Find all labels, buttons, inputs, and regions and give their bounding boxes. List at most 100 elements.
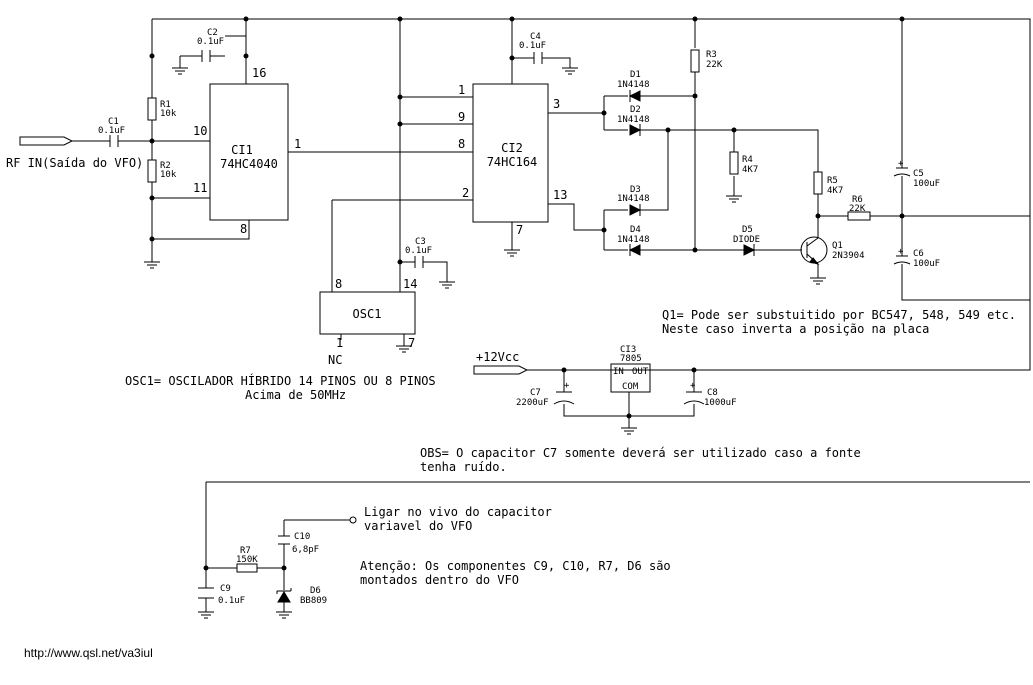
ci2-box (472, 83, 549, 223)
svg-text:0.1uF: 0.1uF (218, 596, 245, 606)
ci2-pin7: 7 (516, 223, 523, 237)
ci1-pin8: 8 (240, 222, 247, 236)
ci3-part: 7805 (620, 354, 642, 364)
svg-text:1N4148: 1N4148 (617, 80, 650, 90)
svg-text:100uF: 100uF (913, 259, 940, 269)
note-att-line1: Atenção: Os componentes C9, C10, R7, D6 … (360, 559, 671, 573)
svg-text:+: + (898, 247, 904, 257)
ci2-name: CI2 (501, 141, 523, 155)
note-att-line2: montados dentro do VFO (360, 573, 519, 587)
svg-text:C9: C9 (220, 584, 231, 594)
ci1-part: 74HC4040 (220, 157, 278, 171)
osc1-pin7: 7 (408, 336, 415, 350)
svg-text:Q1: Q1 (832, 241, 843, 251)
ci3-in: IN (613, 367, 624, 377)
wiring (72, 18, 1031, 612)
svg-text:0.1uF: 0.1uF (98, 126, 125, 136)
component-labels: C1 0.1uF C2 0.1uF C3 0.1uF C4 0.1uF C5 1… (98, 28, 940, 606)
connector-symbols (19, 136, 529, 524)
svg-text:C6: C6 (913, 249, 924, 259)
svg-text:R1: R1 (160, 100, 171, 110)
ci1-box (209, 83, 289, 221)
note-obs-line2: tenha ruído. (420, 460, 507, 474)
osc1-box (319, 291, 416, 335)
osc1-name: OSC1 (353, 307, 382, 321)
svg-text:D3: D3 (630, 185, 641, 195)
svg-text:1N4148: 1N4148 (617, 194, 650, 204)
ci2-part: 74HC164 (487, 155, 538, 169)
svg-text:C2: C2 (207, 28, 218, 38)
ci1-name: CI1 (231, 143, 253, 157)
svg-text:10k: 10k (160, 170, 177, 180)
transistor-q1-symbol (800, 236, 828, 265)
svg-text:150K: 150K (236, 555, 258, 565)
svg-text:0.1uF: 0.1uF (197, 37, 224, 47)
ci2-pin9: 9 (458, 110, 465, 124)
svg-text:10k: 10k (160, 109, 177, 119)
ci3-out: OUT (632, 367, 649, 377)
source-url: http://www.qsl.net/va3iul (24, 646, 153, 660)
svg-text:C10: C10 (294, 532, 310, 542)
svg-text:R6: R6 (852, 195, 863, 205)
power-label: +12Vcc (476, 350, 519, 364)
svg-text:4K7: 4K7 (742, 165, 758, 175)
svg-text:2N3904: 2N3904 (832, 251, 865, 261)
svg-text:C7: C7 (530, 388, 541, 398)
capacitor-polarity: + + + + (564, 159, 904, 391)
ci2-pin3: 3 (553, 97, 560, 111)
svg-text:D1: D1 (630, 70, 641, 80)
svg-text:1N4148: 1N4148 (617, 235, 650, 245)
svg-text:BB809: BB809 (300, 596, 327, 606)
note-obs-line1: OBS= O capacitor C7 somente deverá ser u… (420, 446, 861, 460)
ci1-pin1: 1 (294, 137, 301, 151)
note-q1-line1: Q1= Pode ser substuitido por BC547, 548,… (662, 308, 1016, 322)
diode-symbols (276, 90, 756, 603)
svg-text:6,8pF: 6,8pF (292, 545, 319, 555)
svg-text:22K: 22K (849, 204, 866, 214)
svg-text:22K: 22K (706, 60, 723, 70)
note-osc-line1: OSC1= OSCILADOR HÍBRIDO 14 PINOS OU 8 PI… (125, 373, 436, 388)
resistor-symbols (147, 49, 871, 573)
ci2-pin8: 8 (458, 137, 465, 151)
ci1-pin11: 11 (193, 181, 207, 195)
ci2-pin1: 1 (458, 83, 465, 97)
ground-symbols (144, 67, 826, 619)
svg-text:C8: C8 (707, 388, 718, 398)
svg-text:R7: R7 (240, 546, 251, 556)
svg-text:DIODE: DIODE (733, 235, 760, 245)
svg-text:C1: C1 (108, 117, 119, 127)
osc1-pin14: 14 (403, 277, 417, 291)
osc1-pin8: 8 (335, 277, 342, 291)
svg-text:4K7: 4K7 (827, 186, 843, 196)
svg-text:2200uF: 2200uF (516, 398, 549, 408)
osc1-pin1: 1 (336, 336, 343, 350)
svg-text:C3: C3 (415, 237, 426, 247)
osc1-nc: NC (328, 353, 342, 367)
ci3-box (610, 363, 651, 393)
ci3-name: CI3 (620, 345, 636, 355)
ci2-pin2: 2 (462, 186, 469, 200)
ci1-pin16: 16 (252, 66, 266, 80)
note-vfo-line1: Ligar no vivo do capacitor (364, 505, 552, 519)
svg-text:R4: R4 (742, 155, 753, 165)
junctions (149, 16, 905, 571)
ci1-pin10: 10 (193, 124, 207, 138)
svg-text:100uF: 100uF (913, 179, 940, 189)
svg-text:0.1uF: 0.1uF (405, 246, 432, 256)
ci2-pin13: 13 (553, 188, 567, 202)
capacitor-symbols (109, 50, 911, 599)
svg-text:D6: D6 (310, 586, 321, 596)
svg-text:+: + (564, 381, 570, 391)
note-osc-line2: Acima de 50MHz (245, 388, 346, 402)
svg-text:1N4148: 1N4148 (617, 115, 650, 125)
svg-text:D4: D4 (630, 225, 641, 235)
svg-text:D5: D5 (742, 225, 753, 235)
svg-text:D2: D2 (630, 105, 641, 115)
svg-text:C5: C5 (913, 169, 924, 179)
svg-text:0.1uF: 0.1uF (519, 41, 546, 51)
svg-text:R5: R5 (827, 176, 838, 186)
ci3-com: COM (622, 382, 639, 392)
svg-text:C4: C4 (530, 32, 541, 42)
svg-text:+: + (690, 381, 696, 391)
